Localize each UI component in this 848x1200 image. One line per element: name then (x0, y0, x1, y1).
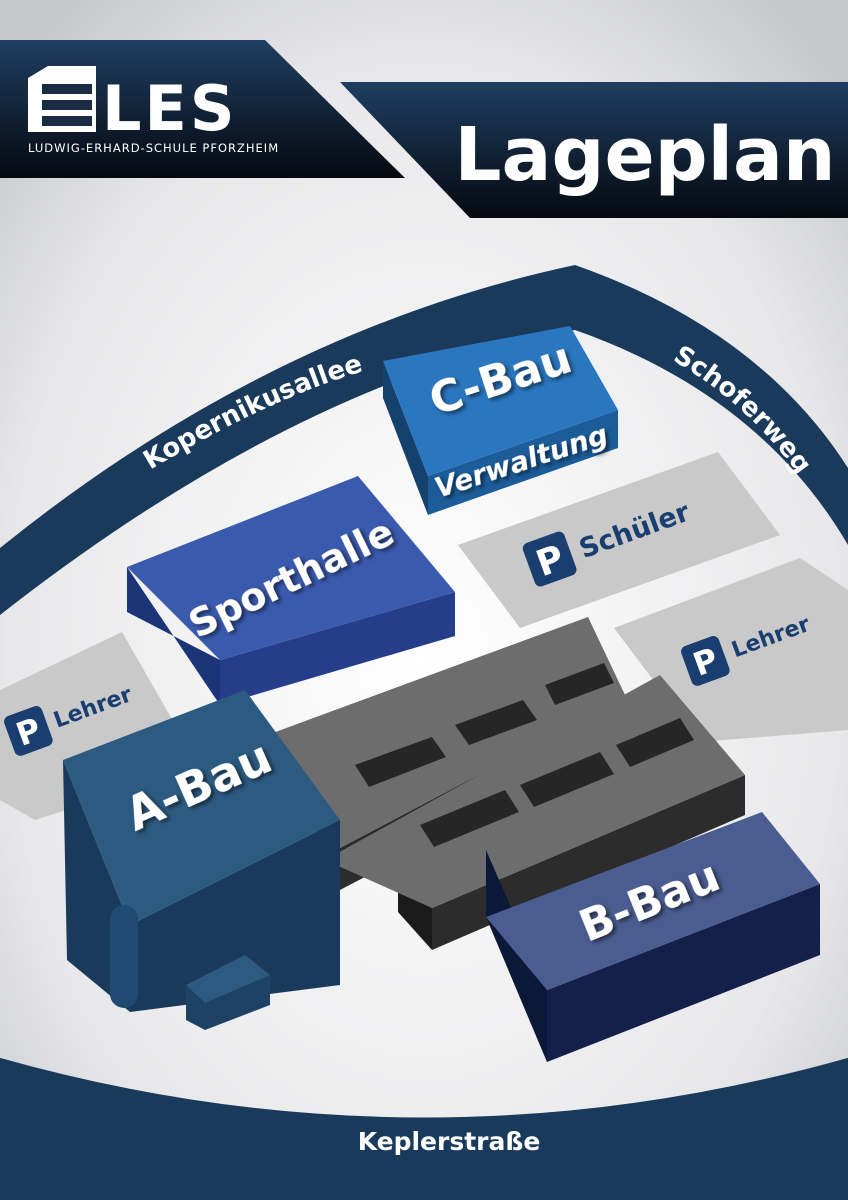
street-label-south: Keplerstraße (358, 1127, 541, 1156)
logo-text: LES (102, 72, 238, 145)
les-logo-icon (28, 66, 96, 132)
building-c-bau: C-Bau Verwaltung (383, 326, 618, 515)
title-banner: Lageplan (340, 82, 848, 218)
building-a-bau: A-Bau (63, 690, 340, 1030)
parking-icon (681, 636, 730, 686)
building-b-bau: B-Bau (486, 812, 820, 1062)
parking-icon (4, 706, 53, 756)
page-title: Lageplan (454, 112, 835, 198)
school-name: LUDWIG-ERHARD-SCHULE PFORZHEIM (28, 141, 279, 155)
logo-banner: LES LUDWIG-ERHARD-SCHULE PFORZHEIM (0, 40, 405, 178)
a-bau-stair-tower (110, 905, 138, 1008)
road-south (0, 1057, 848, 1200)
building-sporthalle: Sporthalle (127, 476, 455, 705)
road-north-east (0, 265, 848, 615)
parking-icon (522, 531, 577, 587)
